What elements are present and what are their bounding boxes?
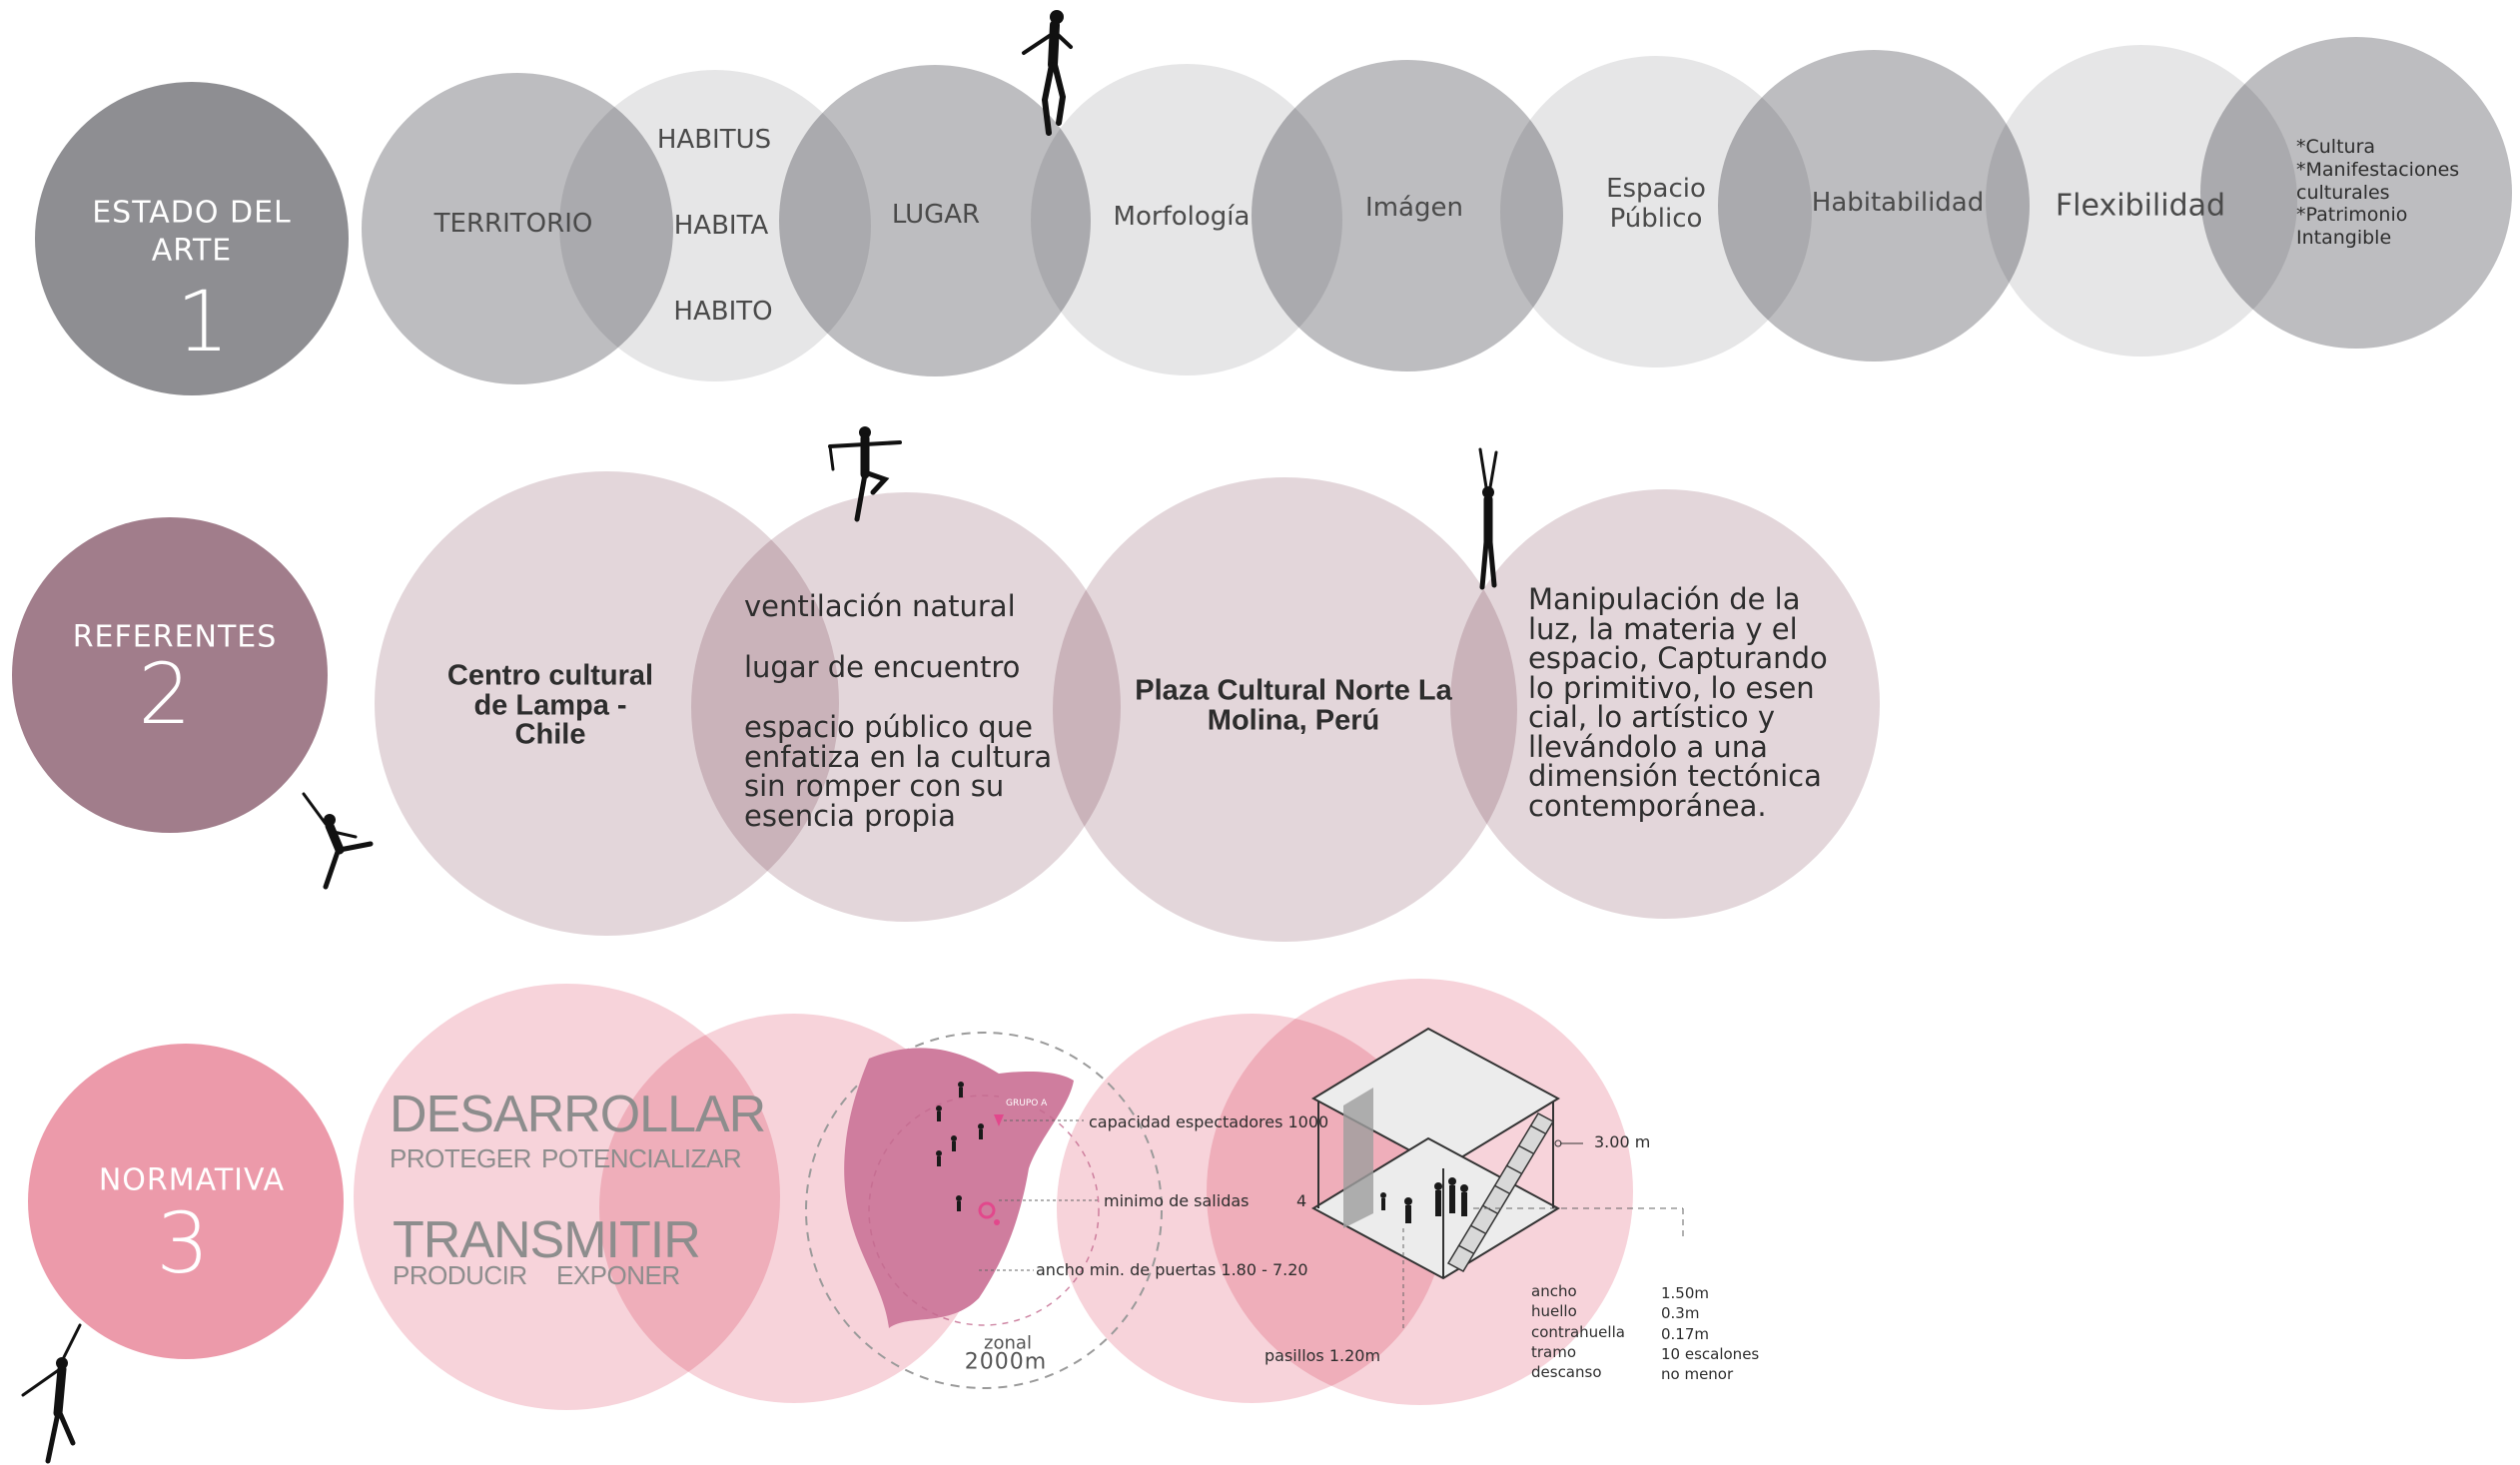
feature-2: lugar de encuentro [744,650,1021,684]
dancer-figure-icon [828,426,902,522]
dancer-figure-icon [1022,10,1073,136]
cultura-list: *Cultura *Manifestaciones culturales *Pa… [2296,136,2496,250]
label-espacio-publico: Espacio Público [1606,174,1706,234]
map-territory-shape [844,1048,1074,1328]
map-tag-box [999,1095,1061,1108]
zone-inner-dashed-circle [868,1095,1100,1326]
stair-isometric-drawing [1310,1027,1684,1328]
feature-3: espacio público que enfatiza en la cultu… [744,710,1053,833]
section3-main-circle [28,1044,344,1359]
label-salidas-valor: 4 [1296,1191,1307,1210]
section1-title: ESTADO DEL ARTE [92,195,292,269]
stair-spec-labels: ancho huello contrahuella tramo descanso [1531,1281,1625,1382]
cultura-list-item: *Patrimonio Intangible [2296,204,2408,250]
stair-spec-value: 0.17m [1661,1324,1710,1343]
wall-panel [1343,1088,1373,1228]
word-exponer: EXPONER [556,1260,680,1290]
dancer-figure-icon [302,792,374,890]
section3-title: NORMATIVA [98,1162,286,1198]
cultura-list-item: *Manifestaciones culturales [2296,158,2460,204]
ref2-name: Plaza Cultural Norte La Molina, Perú [1135,674,1452,736]
stair-spec-label: contrahuella [1531,1322,1625,1341]
label-capacidad: capacidad espectadores 1000 [1089,1112,1329,1131]
stair-spec-values: 1.50m 0.3m 0.17m 10 escalones no menor [1661,1283,1759,1384]
roof-slab [1310,1027,1561,1170]
circle-habitabilidad [1718,50,2030,362]
map-target-icon-dot [994,1219,1000,1225]
word-producir: PRODUCIR [393,1260,527,1290]
label-zonal-area: 2000m [964,1349,1048,1375]
quote-text: Manipulación de la luz, la materia y el … [1528,582,1828,824]
circle-cultura [2200,37,2512,349]
map-tag-text: GRUPO A [1006,1099,1048,1108]
stair-spec-label: descanso [1531,1363,1602,1381]
circle-quote [1450,489,1880,919]
label-imagen: Imágen [1365,193,1463,223]
stair-people-icons [1380,1177,1468,1223]
section1-main-circle [35,82,349,395]
feature-1: ventilación natural [744,589,1016,623]
label-habitus: HABITUS [656,125,772,155]
label-morfologia: Morfología [1113,202,1251,232]
map-pin-icon [994,1114,1004,1126]
label-habita: HABITA [673,211,769,241]
label-territorio: TERRITORIO [433,209,593,239]
section2-number: 2 [138,645,192,743]
label-lugar: LUGAR [891,200,981,230]
stair-spec-value: 1.50m [1661,1284,1710,1302]
label-habitabilidad: Habitabilidad [1811,188,1985,218]
map-people-icons [936,1082,984,1211]
circle-plaza-cultural [1053,477,1517,942]
stair-spec-label: huello [1531,1302,1577,1321]
word-transmitir: TRANSMITIR [393,1211,701,1269]
dancer-figure-icon [21,1323,82,1464]
cultura-list-item: *Cultura [2296,136,2376,158]
label-flexibilidad: Flexibilidad [2055,188,2226,224]
section2-main-circle [12,517,328,833]
stair-spec-value: no menor [1661,1365,1734,1383]
stair-spec-value: 0.3m [1661,1304,1700,1323]
label-zonal: zonal [984,1332,1032,1354]
word-potencializar: POTENCIALIZAR [541,1143,742,1173]
stair-spec-label: ancho [1531,1282,1577,1300]
stair-spec-label: tramo [1531,1342,1577,1361]
stair-steps [1446,1112,1555,1272]
ref1-name: Centro cultural de Lampa - Chile [446,659,654,751]
label-altura: 3.00 m [1594,1132,1651,1151]
label-ancho-puertas: ancho min. de puertas 1.80 - 7.20 [1036,1260,1308,1279]
stair-spec-value: 10 escalones [1661,1344,1760,1363]
section2-title: REFERENTES [72,619,278,655]
circle-features [691,492,1121,922]
zone-dashed-circle [805,1032,1163,1389]
label-minimo-salidas: minimo de salidas [1104,1191,1250,1210]
label-habito: HABITO [673,297,773,327]
word-desarrollar: DESARROLLAR [390,1086,766,1143]
label-pasillos: pasillos 1.20m [1264,1346,1381,1365]
section3-number: 3 [156,1194,210,1292]
map-target-icon [978,1201,996,1219]
section1-number: 1 [176,273,230,370]
word-proteger: PROTEGER [390,1143,531,1173]
dancer-figure-icon [1478,447,1498,590]
zone-map: GRUPO A [805,1032,1163,1389]
